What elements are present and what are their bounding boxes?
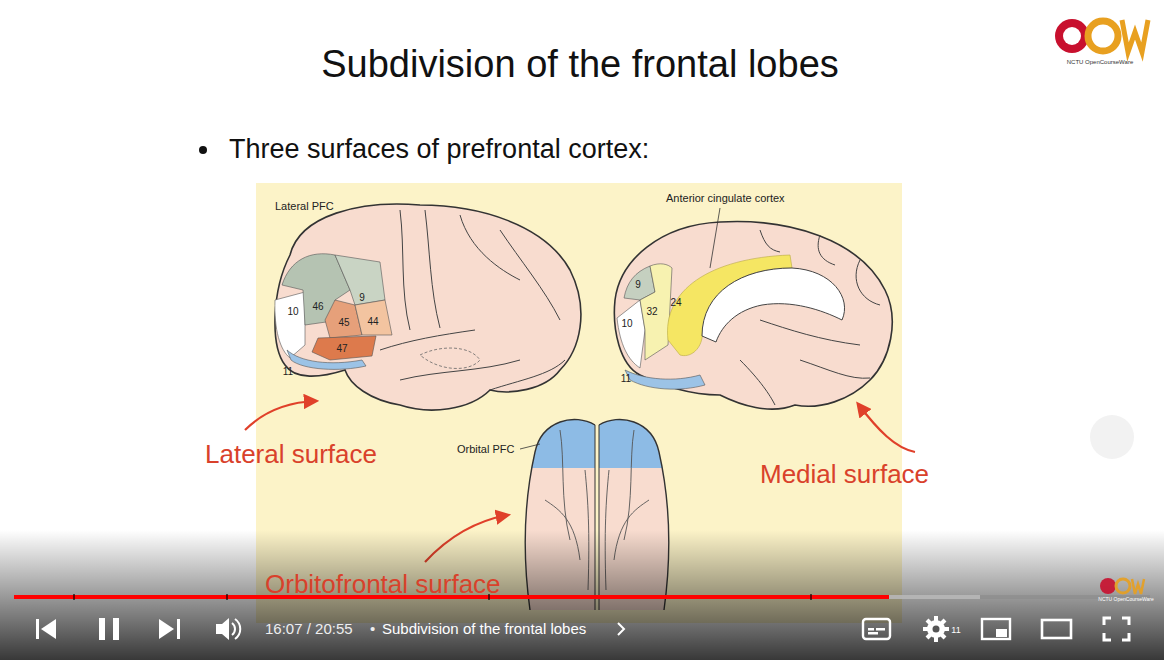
area-number: 47 (336, 343, 347, 355)
slide-title: Subdivision of the frontal lobes (321, 43, 839, 87)
surface-label: Medial surface (760, 460, 929, 490)
overlay-icon (1090, 415, 1134, 459)
area-number: 9 (635, 279, 641, 291)
leader-line (520, 444, 540, 449)
bullet (199, 146, 207, 154)
area-number: 24 (670, 297, 681, 309)
player-controls (36, 616, 1129, 642)
surface-label: Orbitofrontal surface (265, 570, 501, 600)
region-name: Lateral PFC (275, 200, 334, 213)
region-name: Anterior cingulate cortex (666, 192, 785, 205)
bullet-text: Three surfaces of prefrontal cortex: (229, 134, 649, 165)
ocw-logo (1055, 19, 1148, 53)
medial-brain (614, 222, 892, 410)
region-name: Orbital PFC (457, 443, 514, 456)
logo-text: NCTU OpenCourseWare (1098, 597, 1153, 603)
area-number: 44 (367, 316, 378, 328)
leader-line (710, 208, 720, 268)
area-number: 32 (646, 306, 657, 318)
pointer-arrow (858, 404, 915, 452)
lateral-brain (275, 204, 581, 410)
time-display: 16:07 / 20:55 (265, 620, 353, 637)
logo-text: NCTU OpenCourseWare (1067, 59, 1133, 66)
area-number: 10 (621, 318, 632, 330)
surface-label: Lateral surface (205, 440, 377, 470)
separator-dot: • (370, 620, 375, 637)
pointer-arrow (245, 401, 316, 430)
player-shade (0, 530, 1164, 660)
area-number: 11 (283, 366, 293, 378)
area-number: 11 (621, 373, 631, 385)
quality-badge: 11 (951, 625, 960, 635)
chapter-title: Subdivision of the frontal lobes (382, 620, 586, 637)
ocw-logo-small (1100, 578, 1144, 594)
area-number: 9 (359, 292, 365, 304)
area-number: 10 (287, 306, 298, 318)
progress-bar (14, 594, 1150, 600)
area-number: 46 (312, 301, 323, 313)
area-number: 45 (338, 317, 349, 329)
